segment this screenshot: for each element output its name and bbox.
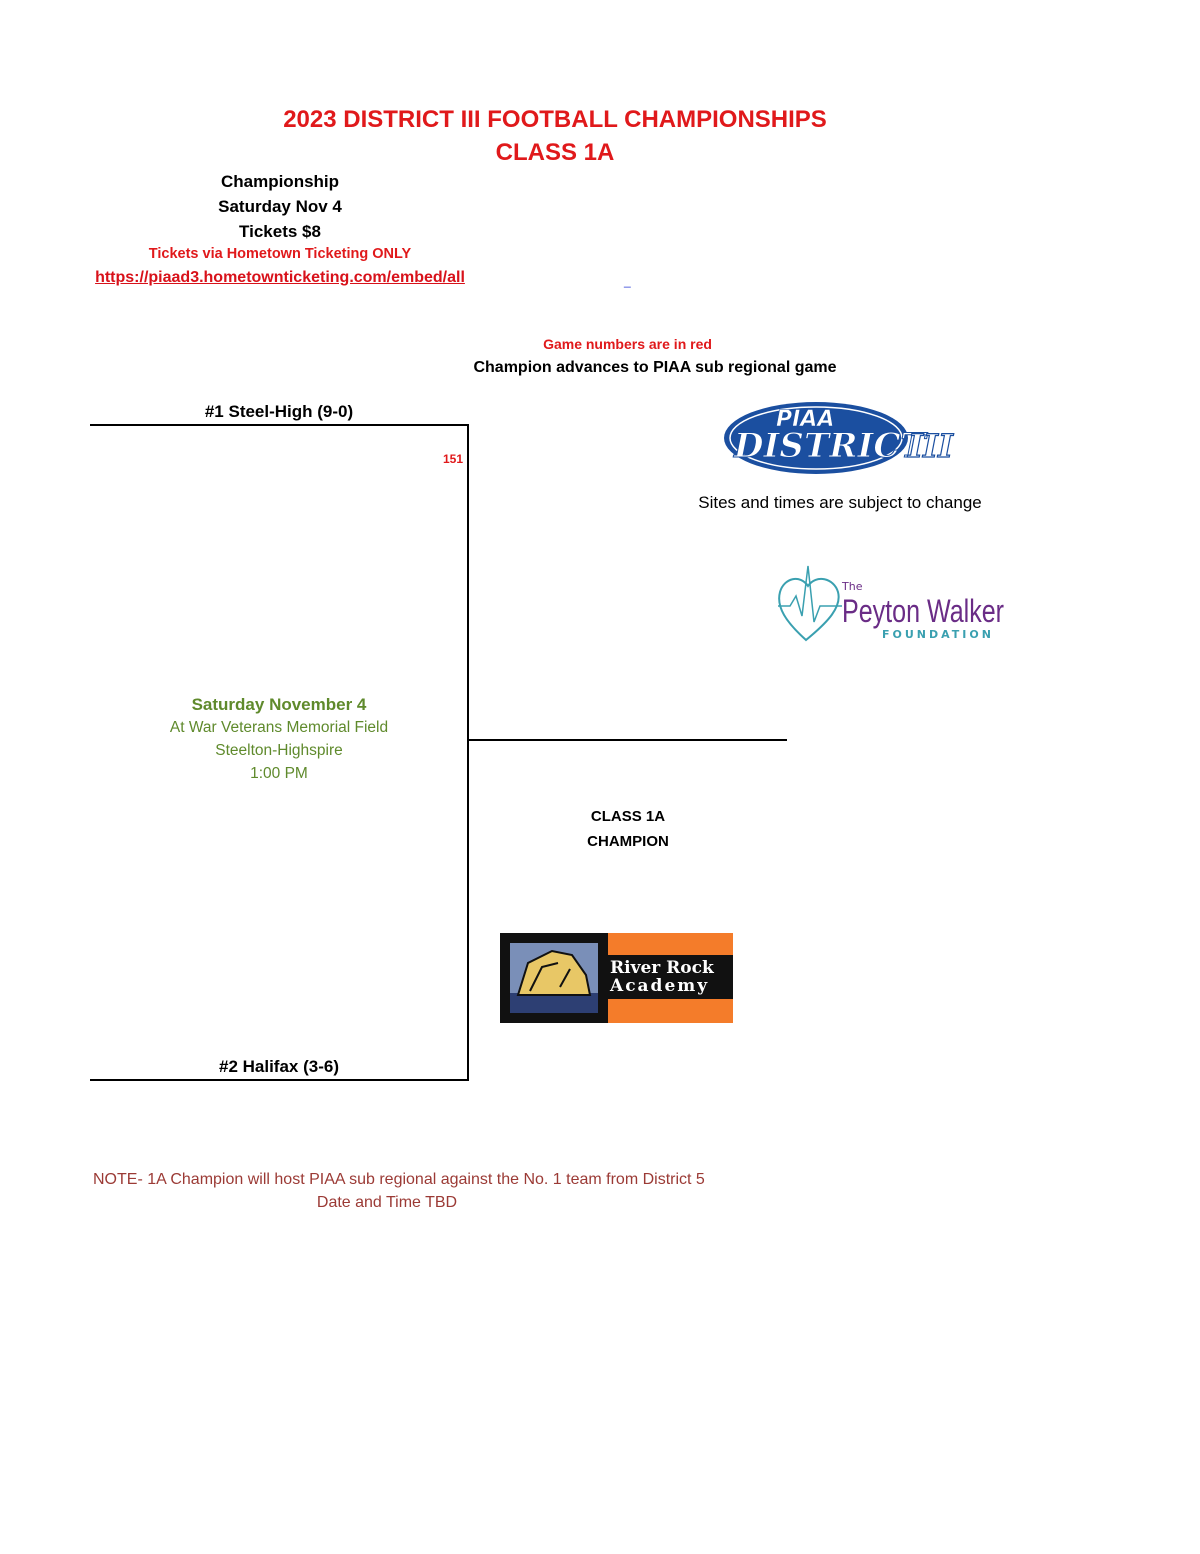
bracket-vertical-line xyxy=(467,424,469,1081)
heart-icon: The Peyton Walker FOUNDATION xyxy=(778,565,1004,642)
bracket-top-line xyxy=(90,424,469,426)
championship-date: Saturday Nov 4 xyxy=(218,197,342,216)
game-location: Steelton-Highspire xyxy=(215,742,343,759)
svg-text:FOUNDATION: FOUNDATION xyxy=(882,628,994,641)
piaa-district-logo: PIAA DISTRICT III xyxy=(722,398,962,478)
bracket-bottom-line xyxy=(90,1079,469,1081)
team-top: #1 Steel-High (9-0) xyxy=(204,402,354,421)
game-numbers-note: Game numbers are in red xyxy=(543,336,712,352)
river-rock-academy-logo: River Rock Academy xyxy=(500,933,733,1023)
footer-note: NOTE- 1A Champion will host PIAA sub reg… xyxy=(93,1171,705,1188)
svg-text:River Rock: River Rock xyxy=(610,958,715,978)
footer-note-date: Date and Time TBD xyxy=(316,1194,458,1211)
game-time: 1:00 PM xyxy=(250,765,308,782)
peyton-walker-logo: The Peyton Walker FOUNDATION xyxy=(776,562,1011,644)
svg-text:III: III xyxy=(907,427,954,465)
svg-text:PIAA: PIAA xyxy=(776,407,834,432)
svg-text:Academy: Academy xyxy=(609,976,709,996)
svg-text:The: The xyxy=(841,580,863,593)
page-title: 2023 DISTRICT III FOOTBALL CHAMPIONSHIPS xyxy=(283,106,827,133)
advance-note: Champion advances to PIAA sub regional g… xyxy=(473,359,837,376)
ticket-note: Tickets via Hometown Ticketing ONLY xyxy=(148,246,412,262)
page-subtitle: CLASS 1A xyxy=(495,139,615,166)
team-bottom: #2 Halifax (3-6) xyxy=(219,1057,339,1076)
game-number: 151 xyxy=(443,452,464,466)
ticket-link[interactable]: https://piaad3.hometownticketing.com/emb… xyxy=(95,269,465,286)
game-venue: At War Veterans Memorial Field xyxy=(169,719,389,736)
subject-note: Sites and times are subject to change xyxy=(698,493,982,512)
round-label: Championship xyxy=(220,172,340,191)
bracket-champion-line xyxy=(467,739,787,741)
game-day: Saturday November 4 xyxy=(191,695,367,714)
ticket-price: Tickets $8 xyxy=(239,222,321,241)
champion-label-line1: CLASS 1A xyxy=(590,808,666,825)
stray-link[interactable]: _ xyxy=(624,274,631,288)
svg-text:Peyton Walker: Peyton Walker xyxy=(842,593,1004,629)
svg-text:DISTRICT: DISTRICT xyxy=(733,426,928,466)
champion-label-line2: CHAMPION xyxy=(587,833,669,850)
